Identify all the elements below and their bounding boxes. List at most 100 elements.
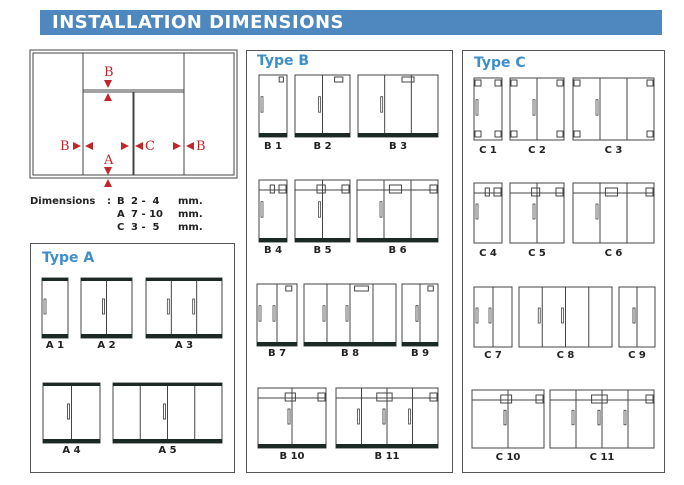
b10-handle (287, 408, 291, 425)
c11-handle (597, 409, 601, 426)
b5-patch (341, 184, 350, 194)
diagram-label: C 4 (479, 248, 497, 259)
b3-floor-bar (358, 133, 438, 137)
c7-handle (475, 307, 479, 324)
b10-floor-bar (258, 444, 326, 448)
overview-door (133, 91, 185, 176)
diagram-label: B 1 (263, 141, 283, 152)
overview-panel (183, 52, 235, 176)
type-a-title: Type A (42, 250, 95, 266)
type-b-panel (246, 50, 453, 473)
c11-handle (571, 409, 575, 426)
diagram-label: C 5 (528, 248, 546, 259)
a3-handle (166, 298, 170, 315)
b11-handle (382, 408, 386, 425)
dimension-marker-B: B (196, 139, 206, 154)
arrow-marker (104, 80, 112, 88)
a3-handle (192, 298, 196, 315)
diagram-label: C 3 (604, 145, 623, 156)
b2-floor-bar (295, 133, 350, 137)
b9-handle (415, 305, 419, 322)
a4-top-bar (43, 383, 100, 386)
c11-patch (645, 394, 654, 404)
c1-patch (494, 130, 502, 138)
diagram-label: B 6 (388, 245, 407, 256)
dimension-marker-B: B (60, 139, 70, 154)
c9-handle (632, 307, 636, 324)
diagram-label: C 11 (589, 452, 615, 463)
arrow-marker (121, 142, 129, 150)
b11-handle (357, 408, 360, 425)
a2-floor-bar (81, 334, 132, 338)
c10-patch (535, 394, 544, 404)
c2-patch (510, 79, 518, 87)
dimension-marker-B: B (104, 65, 114, 80)
a4-handle (67, 403, 70, 420)
c5-patch (555, 187, 564, 197)
overview-frame (29, 49, 238, 179)
diagram-label: B 3 (388, 141, 408, 152)
c6-handle (595, 203, 599, 220)
arrow-marker (173, 142, 181, 150)
b5-handle (318, 201, 321, 218)
c3-patch (573, 79, 581, 87)
b8-pivot (354, 285, 369, 292)
b6-floor-bar (357, 238, 438, 242)
dimensions-colon: : (107, 196, 111, 207)
diagram-label: C 6 (604, 248, 623, 259)
c1-patch (494, 79, 502, 87)
diagram-label: C 1 (479, 145, 497, 156)
a2-handle (102, 298, 105, 315)
b5-floor-bar (295, 238, 350, 242)
a4-floor-bar (43, 439, 100, 443)
b4-patch (278, 184, 287, 194)
dimensions-label: Dimensions (30, 196, 96, 207)
c3-patch (646, 130, 654, 138)
c4-patch (484, 187, 490, 197)
dimension-range: 7 - 10 (131, 209, 163, 220)
a5-top-bar (113, 383, 222, 386)
arrow-marker (186, 142, 194, 150)
type-a-panel (30, 243, 235, 473)
diagram-label: B 9 (410, 348, 430, 359)
diagram-label: C 7 (484, 350, 502, 361)
diagram-label: C 10 (495, 452, 521, 463)
diagram-label: B 11 (374, 451, 400, 462)
b2-pivot (334, 76, 344, 83)
c6-frame (572, 182, 655, 244)
c4-frame (473, 182, 503, 244)
c1-handle (475, 99, 479, 116)
b3-handle (380, 96, 384, 113)
dimension-key: B (117, 196, 125, 207)
diagram-label: B 8 (340, 348, 360, 359)
c5-handle (532, 203, 536, 220)
arrow-marker (104, 93, 112, 101)
b10-patch (284, 392, 296, 402)
c6-patch (645, 187, 654, 197)
a5-handle (163, 403, 166, 420)
c8-handle (537, 307, 541, 324)
diagram-label: B 5 (313, 245, 332, 256)
type-c-panel (462, 50, 665, 473)
c1-patch (474, 130, 482, 138)
a1-floor-bar (42, 334, 68, 338)
c4-patch (493, 187, 502, 197)
b7-handle (258, 305, 262, 322)
b1-handle (260, 96, 264, 113)
c3-patch (646, 79, 654, 87)
overview-transom (82, 52, 185, 91)
b4-handle (260, 201, 264, 218)
b6-handle (379, 201, 383, 218)
dimension-unit: mm. (178, 209, 203, 220)
b4-patch (269, 184, 275, 194)
c2-handle (532, 99, 536, 116)
b5-patch (316, 184, 326, 194)
arrow-marker (73, 142, 81, 150)
a5-floor-bar (113, 439, 222, 443)
overview-panel (32, 52, 84, 176)
b11-handle (408, 408, 411, 425)
c5-patch (531, 187, 541, 197)
c3-patch (573, 130, 581, 138)
diagram-label: C 9 (628, 350, 646, 361)
c11-handle (623, 409, 627, 426)
